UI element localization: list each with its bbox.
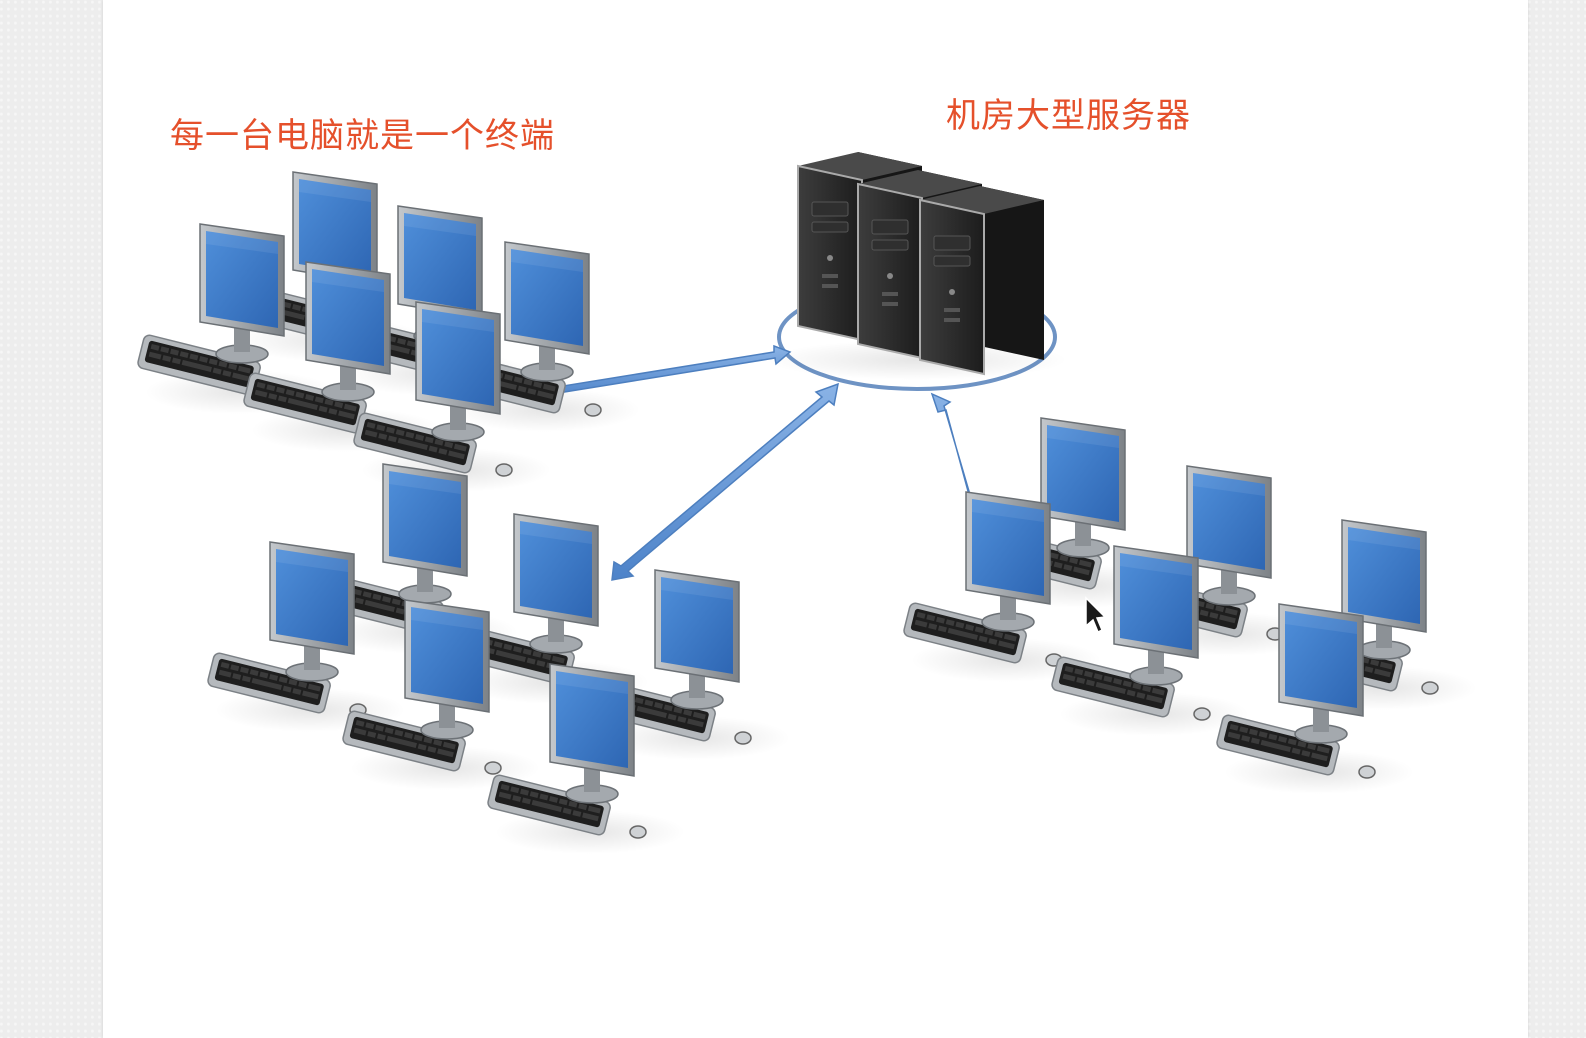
arrow-to-bottom-cluster	[611, 382, 839, 581]
server-room-label: 机房大型服务器	[946, 96, 1191, 136]
mouse-pointer-icon	[1085, 596, 1107, 634]
server-tower-icon	[919, 185, 1045, 375]
server-rack	[767, 151, 1067, 380]
terminal-cluster-bottom	[206, 463, 791, 855]
terminal-cluster-right	[902, 417, 1478, 795]
terminal-label: 每一台电脑就是一个终端	[170, 116, 555, 156]
terminal-cluster-top-left	[136, 171, 641, 493]
background-right	[1528, 0, 1586, 1038]
background-left	[0, 0, 103, 1038]
